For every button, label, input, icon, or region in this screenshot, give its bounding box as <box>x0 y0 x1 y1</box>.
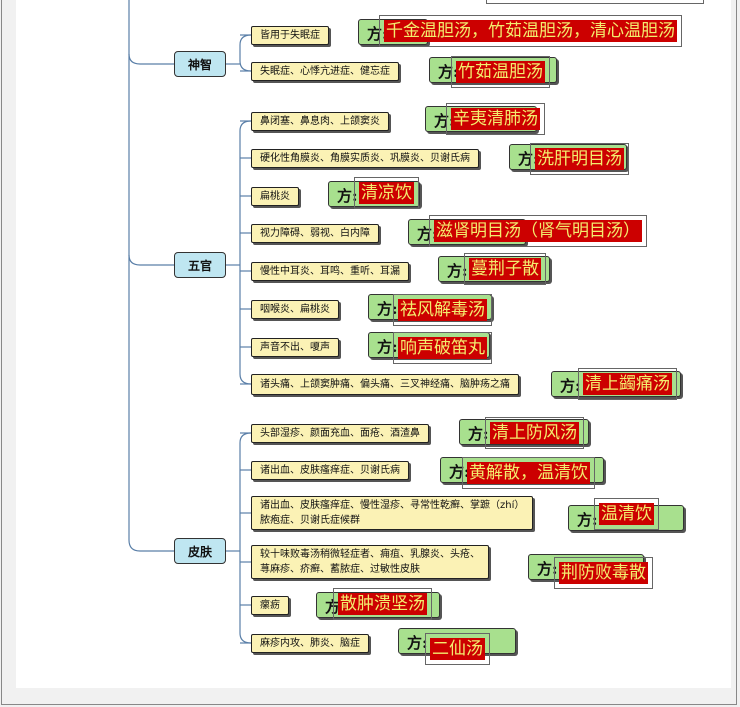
formula-name: 响声破笛丸 <box>393 332 492 364</box>
formula-prefix: 方: <box>407 634 428 652</box>
formula-prefix: 方: <box>438 63 459 81</box>
formula-prefix: 方: <box>468 425 489 443</box>
symptom-text: 脓疱症、贝谢氏症候群 <box>260 515 360 526</box>
formula-prefix: 方: <box>577 511 598 529</box>
formula-name: 温清饮 <box>594 498 659 530</box>
symptom-text: 视力障碍、弱视、白内障 <box>260 228 370 239</box>
category-pifu[interactable]: 皮肤 <box>174 538 226 564</box>
formula-prefix: 方: <box>377 338 398 356</box>
symptom-node[interactable]: 视力障碍、弱视、白内障 <box>251 224 379 243</box>
connector-lines <box>128 0 252 644</box>
formula-name: 辛夷清肺汤 <box>446 103 545 135</box>
category-wuguan[interactable]: 五官 <box>174 252 226 278</box>
clipped-node-edge <box>486 0 704 4</box>
formula-name: 蔓荆子散 <box>464 253 546 285</box>
formula-name: 黄解散，温清饮 <box>462 457 595 489</box>
symptom-text: 慢性中耳炎、耳鸣、重听、耳漏 <box>260 266 400 277</box>
formula-prefix: 方: <box>537 560 558 578</box>
formula-prefix: 方: <box>337 187 358 205</box>
symptom-text: 头部湿疹、颜面充血、面疮、酒渣鼻 <box>260 428 420 439</box>
symptom-text: 诸出血、皮肤瘙痒症、贝谢氏病 <box>260 465 400 476</box>
symptom-node[interactable]: 咽喉炎、扁桃炎 <box>251 300 339 319</box>
formula-name: 滋肾明目汤（肾气明目汤） <box>429 215 647 247</box>
symptom-node[interactable]: 诸出血、皮肤瘙痒症、贝谢氏病 <box>251 461 409 480</box>
formula-name: 祛风解毒汤 <box>393 294 492 326</box>
formula-prefix: 方: <box>560 377 581 395</box>
symptom-node[interactable]: 鼻闭塞、鼻息肉、上颌窦炎 <box>251 112 389 131</box>
symptom-node[interactable]: 诸出血、皮肤瘙痒症、慢性湿疹、寻常性乾癣、掌蹠（zhí） 脓疱症、贝谢氏症候群 <box>251 496 534 530</box>
symptom-text: 咽喉炎、扁桃炎 <box>260 304 330 315</box>
formula-name: 清上蠲痛汤 <box>578 368 677 400</box>
category-shenzhi[interactable]: 神智 <box>174 51 226 77</box>
category-label: 皮肤 <box>187 544 212 559</box>
formula-name: 散肿溃坚汤 <box>333 588 432 620</box>
category-label: 神智 <box>187 57 212 72</box>
symptom-node[interactable]: 头部湿疹、颜面充血、面疮、酒渣鼻 <box>251 424 429 443</box>
formula-prefix: 方: <box>367 25 388 43</box>
symptom-text: 皆用于失眠症 <box>260 30 320 41</box>
symptom-node[interactable]: 慢性中耳炎、耳鸣、重听、耳漏 <box>251 262 409 281</box>
formula-prefix: 方: <box>449 463 470 481</box>
formula-prefix: 方: <box>377 300 398 318</box>
connector-line <box>239 432 252 644</box>
formula-prefix: 方: <box>447 262 468 280</box>
connector-line <box>239 120 252 385</box>
symptom-node[interactable]: 诸头痛、上颌窦肿痛、偏头痛、三叉神经痛、脑肿疡之痛 <box>251 374 519 395</box>
symptom-text: 较十味败毒汤稍微轻症者、痈疽、乳腺炎、头疮、 <box>260 549 480 560</box>
formula-name: 千金温胆汤，竹茹温胆汤，清心温胆汤 <box>379 15 682 47</box>
symptom-node[interactable]: 硬化性角膜炎、角膜实质炎、巩膜炎、贝谢氏病 <box>251 149 479 168</box>
mindmap-canvas: 神智 五官 皮肤 皆用于失眠症 方: 千金温胆汤，竹茹温胆汤，清心温胆汤 失眠症… <box>16 0 731 688</box>
symptom-text: 诸头痛、上颌窦肿痛、偏头痛、三叉神经痛、脑肿疡之痛 <box>260 379 510 390</box>
symptom-node[interactable]: 皆用于失眠症 <box>251 26 329 45</box>
symptom-node[interactable]: 瘰疬 <box>251 596 289 615</box>
symptom-node[interactable]: 扁桃炎 <box>251 187 299 206</box>
formula-name: 清凉饮 <box>354 177 419 209</box>
symptom-text: 失眠症、心悸亢进症、健忘症 <box>260 66 390 77</box>
symptom-text: 声音不出、嗄声 <box>260 342 330 353</box>
symptom-text: 硬化性角膜炎、角膜实质炎、巩膜炎、贝谢氏病 <box>260 153 470 164</box>
symptom-text: 瘰疬 <box>260 600 280 611</box>
formula-name: 洗肝明目汤 <box>530 143 629 175</box>
connector-line <box>128 53 174 65</box>
symptom-text: 扁桃炎 <box>260 191 290 202</box>
connector-line <box>239 34 252 72</box>
formula-prefix: 方: <box>434 112 455 130</box>
connector-line <box>128 0 174 552</box>
category-label: 五官 <box>187 258 212 273</box>
symptom-node[interactable]: 较十味败毒汤稍微轻症者、痈疽、乳腺炎、头疮、 荨麻疹、疥癣、蓄脓症、过敏性皮肤 <box>251 545 489 579</box>
formula-name: 竹茹温胆汤 <box>451 56 550 88</box>
formula-name: 二仙汤 <box>425 633 490 665</box>
symptom-text: 诸出血、皮肤瘙痒症、慢性湿疹、寻常性乾癣、掌蹠（zhí） <box>260 500 525 511</box>
symptom-node[interactable]: 失眠症、心悸亢进症、健忘症 <box>251 62 399 81</box>
symptom-text: 鼻闭塞、鼻息肉、上颌窦炎 <box>260 116 380 127</box>
formula-prefix: 方: <box>518 150 539 168</box>
symptom-node[interactable]: 麻疹内攻、肺炎、脑症 <box>251 634 369 653</box>
connector-line <box>128 254 174 266</box>
formula-name: 荆防败毒散 <box>554 557 653 589</box>
symptom-text: 麻疹内攻、肺炎、脑症 <box>260 638 360 649</box>
symptom-node[interactable]: 声音不出、嗄声 <box>251 338 339 357</box>
formula-prefix: 方: <box>417 225 438 243</box>
formula-name: 清上防风汤 <box>485 417 584 449</box>
symptom-text: 荨麻疹、疥癣、蓄脓症、过敏性皮肤 <box>260 564 420 575</box>
